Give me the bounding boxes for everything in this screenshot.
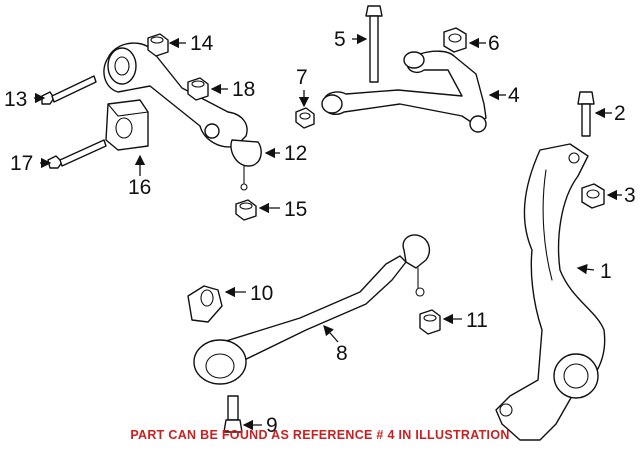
part-bolt-17 xyxy=(47,139,107,169)
callout-15: 15 xyxy=(284,198,307,221)
part-nut-3 xyxy=(581,183,605,209)
callout-11: 11 xyxy=(466,309,488,332)
callout-3: 3 xyxy=(624,184,636,207)
part-front-lower-arm xyxy=(103,42,262,191)
callout-10: 10 xyxy=(250,282,273,305)
callout-5: 5 xyxy=(334,28,346,51)
part-nut-11 xyxy=(419,309,441,335)
leader-lines xyxy=(34,33,622,431)
part-bushing-16 xyxy=(105,99,149,151)
part-steering-knuckle xyxy=(495,143,606,441)
part-nut-15 xyxy=(235,199,257,221)
part-nut-7 xyxy=(295,107,315,129)
part-nut-18 xyxy=(187,77,209,101)
callout-16: 16 xyxy=(128,176,151,199)
callout-13: 13 xyxy=(4,88,27,111)
callout-2: 2 xyxy=(614,102,626,125)
callout-12: 12 xyxy=(284,142,307,165)
part-bolt-2 xyxy=(577,91,595,137)
part-bracket-10 xyxy=(187,285,223,323)
callout-labels: 1 2 3 4 5 6 7 8 9 10 11 12 13 14 15 16 1… xyxy=(4,28,636,437)
callout-8: 8 xyxy=(336,342,348,365)
callout-4: 4 xyxy=(508,84,520,107)
reference-note: PART CAN BE FOUND AS REFERENCE # 4 IN IL… xyxy=(130,428,510,442)
callout-9: 9 xyxy=(266,414,278,437)
part-bolt-13 xyxy=(41,75,97,105)
callout-18: 18 xyxy=(232,78,255,101)
callout-6: 6 xyxy=(488,32,500,55)
callout-1: 1 xyxy=(600,260,612,283)
part-upper-control-arm xyxy=(321,50,487,133)
part-tension-strut xyxy=(193,234,431,385)
part-nut-14 xyxy=(147,33,169,57)
callout-14: 14 xyxy=(190,32,214,55)
callout-17: 17 xyxy=(10,152,33,175)
part-bolt-9 xyxy=(223,395,243,433)
part-bolt-5 xyxy=(365,5,383,83)
part-nut-6 xyxy=(443,27,467,53)
callout-7: 7 xyxy=(296,66,308,89)
